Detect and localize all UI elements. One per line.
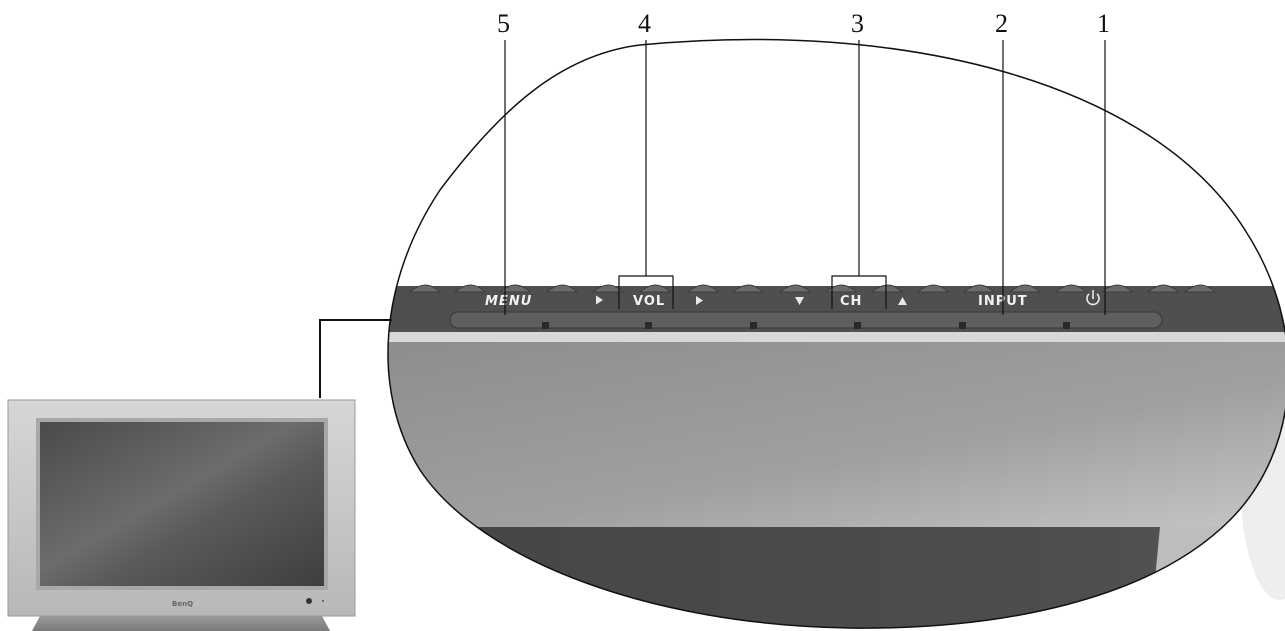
tv-brand-logo: BenQ [172, 600, 193, 608]
power-led-icon [306, 598, 312, 604]
button-marks [542, 322, 1070, 329]
ch-label: CH [840, 294, 862, 309]
callout-3: 3 [851, 9, 864, 38]
knob-row [408, 284, 1217, 293]
power-icon [1086, 290, 1100, 306]
button-strip [449, 311, 1163, 329]
menu-label: MENU [485, 294, 532, 309]
zoom-bubble [387, 38, 1285, 629]
callout-4: 4 [638, 9, 651, 38]
right-triangle-icon [696, 296, 703, 305]
input-label: INPUT [978, 294, 1028, 309]
callout-5: 5 [497, 9, 510, 38]
tv-screen [40, 422, 324, 586]
zoom-connector [319, 319, 392, 398]
front-face [387, 342, 1285, 527]
callout-1: 1 [1097, 9, 1110, 38]
bubble-outline [387, 38, 1285, 629]
left-triangle-icon [596, 295, 603, 305]
callout-2: 2 [995, 9, 1008, 38]
vol-label: VOL [633, 294, 665, 309]
up-triangle-icon [898, 297, 907, 305]
down-triangle-icon [795, 297, 804, 305]
sensor-icon [322, 600, 324, 602]
tv-illustration: BenQ [7, 399, 356, 631]
leader-lines [504, 40, 1106, 315]
tv-stand [32, 616, 330, 631]
